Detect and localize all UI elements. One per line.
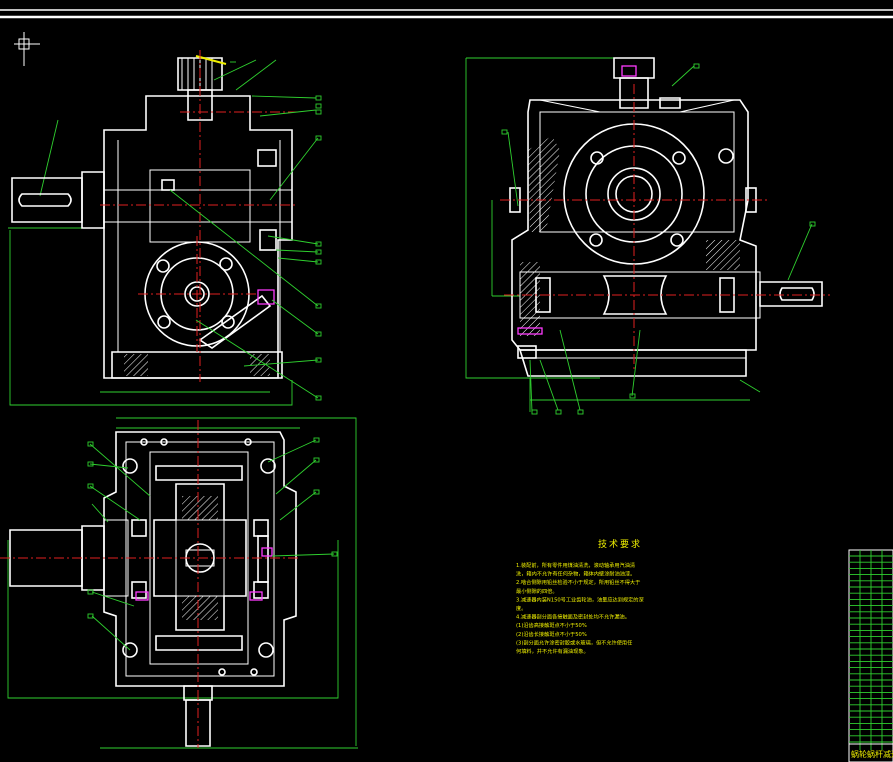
- top-section-view: [0, 417, 358, 749]
- drawing-frame: [0, 9, 893, 19]
- tech-requirement-line: 1.装配前，所有零件用煤油清洗，滚动轴承用汽油清: [516, 561, 635, 569]
- tech-requirement-line: 2.啮合侧隙用铅丝检验不小于规定，所用铅丝不得大于: [516, 578, 640, 586]
- tech-requirement-line: 最小侧隙的四倍。: [516, 587, 558, 595]
- tech-requirement-line: (3)剖分面允许涂密封胶或水玻璃，但不允许使用任: [516, 638, 632, 646]
- tech-requirement-line: 洗，箱内不允许有任何杂物，箱体内壁涂耐油油漆。: [516, 570, 635, 578]
- tech-requirement-line: 何填料，并不允许有漏油现象。: [516, 647, 589, 655]
- front-view: [8, 50, 322, 406]
- title-block-name: 蜗轮蜗杆减速器: [851, 749, 893, 759]
- tech-requirement-line: 度。: [516, 604, 526, 612]
- tech-requirements-lines: 1.装配前，所有零件用煤油清洗，滚动轴承用汽油清 洗，箱内不允许有任何杂物，箱体…: [516, 561, 644, 655]
- side-view: [465, 57, 830, 415]
- tech-requirements: 技术要求 1.装配前，所有零件用煤油清洗，滚动轴承用汽油清 洗，箱内不允许有任何…: [516, 538, 644, 655]
- crosshair-cursor-icon: [14, 32, 40, 66]
- tech-requirement-line: 3.减速器内装N150号工业齿轮油，油量应达到规定的深: [516, 595, 644, 603]
- tech-requirements-title: 技术要求: [598, 538, 642, 550]
- tech-requirement-line: (2)沿齿长接触斑点不小于50%: [516, 630, 587, 638]
- tech-requirement-line: 4.减速器剖分面各接触面及密封处均不允许漏油。: [516, 613, 630, 621]
- tech-requirement-line: (1)沿齿高接触斑点不小于50%: [516, 621, 587, 629]
- title-block: 蜗轮蜗杆减速器: [848, 549, 893, 762]
